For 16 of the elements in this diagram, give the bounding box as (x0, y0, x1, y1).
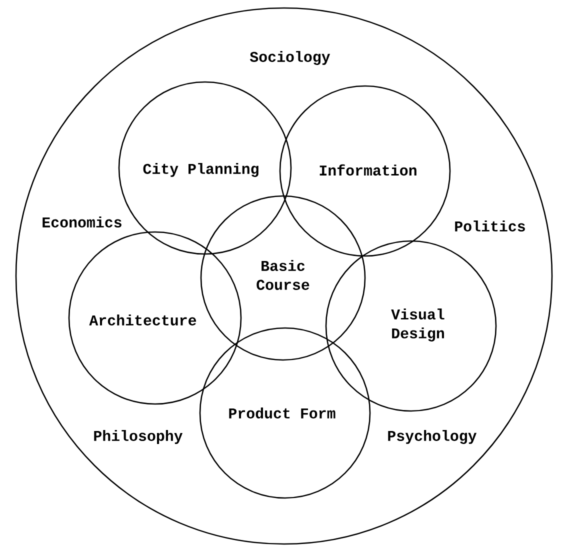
circle-label: Architecture (89, 314, 196, 326)
circle-label: Economics (42, 216, 122, 228)
circle-label: City Planning (143, 163, 258, 177)
circle-label: Philosophy (94, 430, 183, 444)
circle-label: Psychology (388, 430, 477, 444)
circle-label: Sociology (250, 51, 330, 65)
circle (199, 327, 371, 499)
circle-label: Politics (455, 220, 525, 232)
circle (68, 231, 242, 405)
circle (15, 7, 553, 545)
circle (200, 195, 366, 361)
circle-label: Visual Design (391, 308, 444, 342)
circle-label: Product Form (229, 408, 336, 418)
circle-label: Information (320, 164, 416, 176)
circle-label: Basic Course (256, 260, 310, 290)
circle (279, 85, 451, 257)
